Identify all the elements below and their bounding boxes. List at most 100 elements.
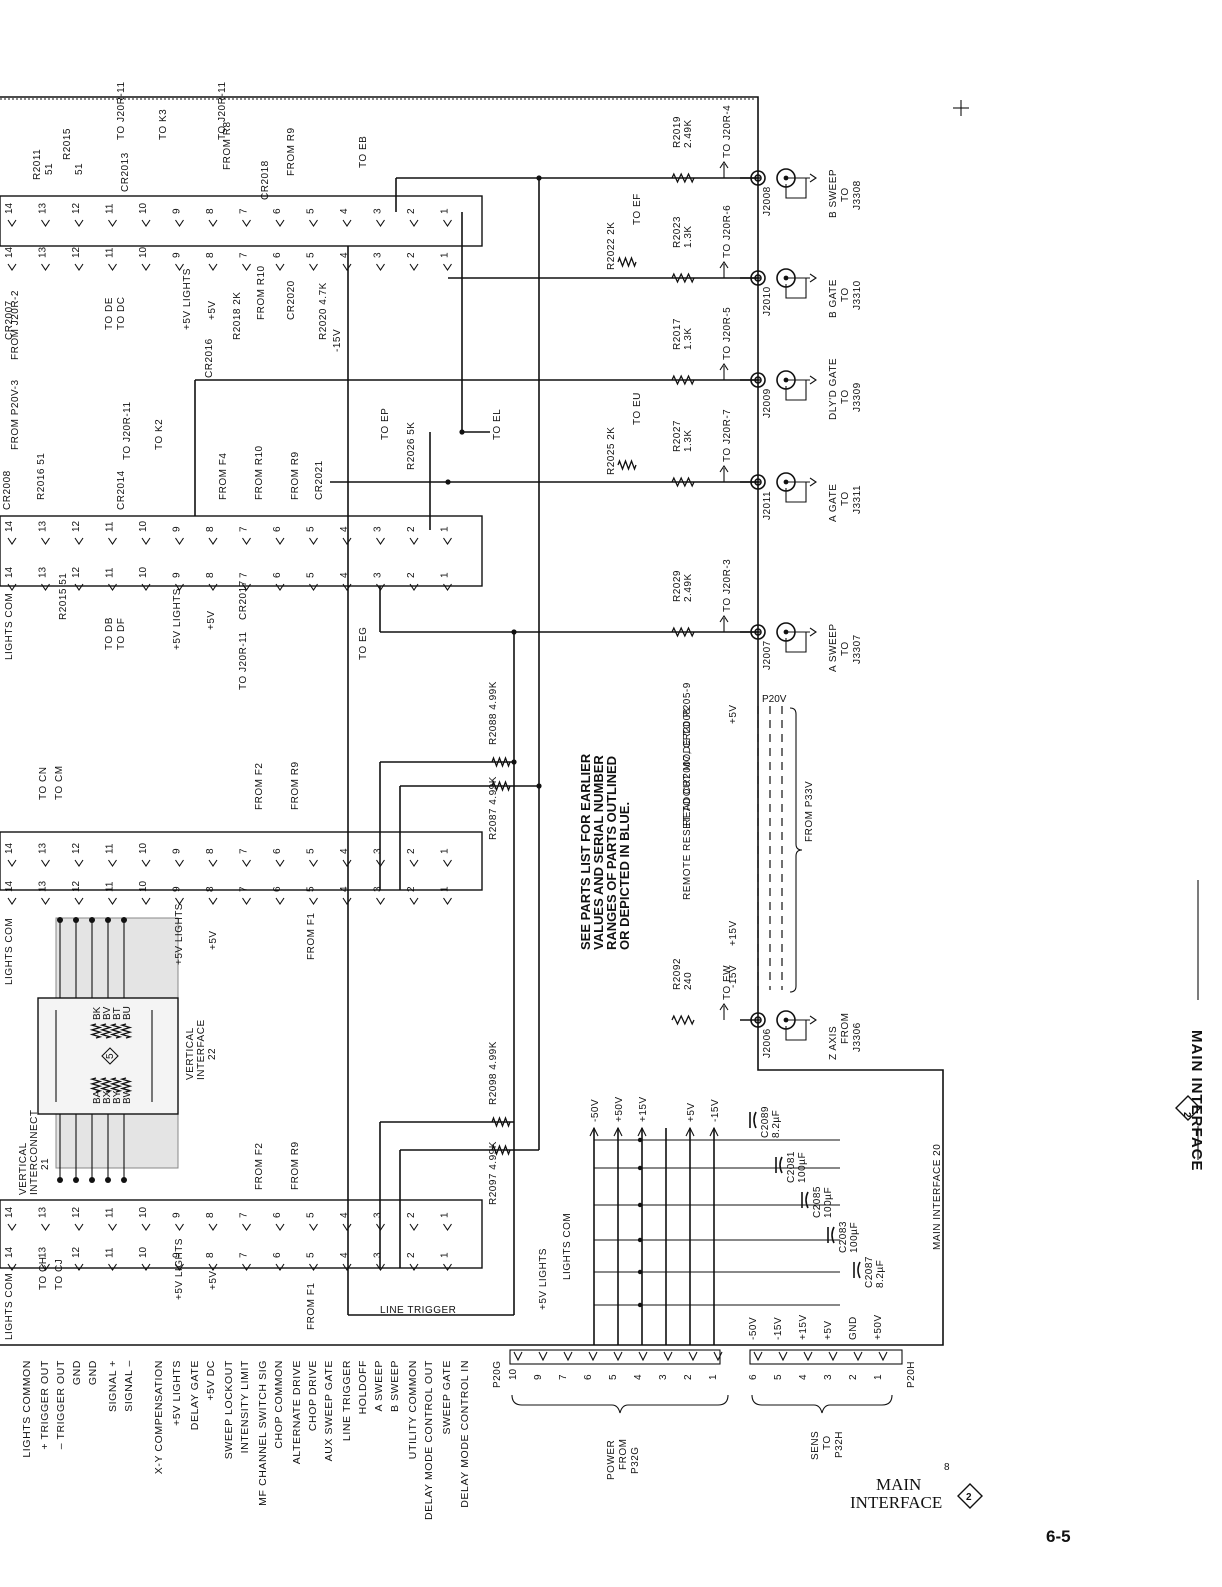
p20g-chevron <box>688 1351 698 1362</box>
p20h-ref: P20H <box>906 1361 917 1388</box>
signal-name: +5V LIGHTS <box>171 1360 183 1426</box>
pin-number: 13 <box>38 842 49 854</box>
p20g-caption: FROM <box>618 1439 629 1470</box>
jack-arrow <box>809 273 817 283</box>
lower-left-label: LIGHTS COM <box>4 918 15 985</box>
pin-chevron <box>309 897 318 905</box>
p20v-pin-plus5: +5V <box>728 704 739 724</box>
jack-tap-arrow <box>719 161 729 169</box>
pin-chevron <box>41 1263 50 1271</box>
wire-coil <box>89 1023 103 1039</box>
interface-node <box>105 917 111 923</box>
pin-number: 12 <box>71 202 82 214</box>
pin-number: 2 <box>406 886 417 892</box>
pin-number: 11 <box>105 567 116 578</box>
interface-node <box>105 1177 111 1183</box>
pin-chevron <box>275 1263 285 1271</box>
jack-ref: J2009 <box>762 388 773 418</box>
pin-number: 6 <box>272 1212 283 1218</box>
pin-number: 13 <box>38 566 49 578</box>
pin-number: 1 <box>440 886 451 892</box>
pin-number: 5 <box>306 1252 317 1258</box>
p20g-caption: POWER <box>606 1440 617 1480</box>
pin-number: 4 <box>339 208 350 214</box>
pin-chevron <box>242 537 251 545</box>
pin-chevron <box>74 263 84 271</box>
p20g-pin: 6 <box>583 1374 594 1380</box>
rail-label: +15V <box>638 1096 649 1122</box>
jack-shield <box>785 481 810 503</box>
interface-node <box>57 1177 63 1183</box>
jack-target-pin: J3306 <box>852 1022 863 1052</box>
pin-chevron <box>275 859 285 867</box>
lower-left-label: TO CH <box>38 1257 49 1290</box>
p20h-pin: 4 <box>798 1374 809 1380</box>
pin-number: 8 <box>205 886 216 892</box>
interface-node <box>73 1177 79 1183</box>
pin-chevron <box>108 219 117 227</box>
pin-chevron <box>208 583 218 591</box>
pin-chevron <box>342 1223 352 1231</box>
resistor-target: TO EU <box>632 392 643 425</box>
pin-number: 14 <box>4 842 15 854</box>
jack-target-pin: J3311 <box>852 485 863 514</box>
mid-block-label: FROM J20R-2 <box>10 290 21 360</box>
jack-inner-ring <box>754 174 762 182</box>
pin-number: 4 <box>339 526 350 532</box>
low-block-label: CR2021 <box>314 460 325 500</box>
pin-number: 7 <box>239 252 250 258</box>
pin-number: 14 <box>4 520 15 532</box>
p20h-pin: 5 <box>773 1374 784 1380</box>
pin-chevron <box>275 897 285 905</box>
pin-chevron <box>41 1223 50 1231</box>
jack-target-pin: J3308 <box>852 180 863 210</box>
p20g-chevron <box>538 1351 548 1362</box>
pin-chevron <box>376 897 385 905</box>
p20h-chevron <box>878 1351 888 1362</box>
pin-number: 2 <box>406 252 417 258</box>
pin-number: 6 <box>272 208 283 214</box>
interface-node <box>89 917 95 923</box>
pin-number: 10 <box>138 842 149 854</box>
pin-chevron <box>309 219 318 227</box>
pin-chevron <box>242 859 251 867</box>
pin-number: 10 <box>138 1206 149 1218</box>
lower-left-label: FROM R9 <box>290 1142 301 1191</box>
pin-number: 3 <box>373 886 384 892</box>
p20h-rail: -15V <box>773 1317 784 1340</box>
footer-diamond-number: 2 <box>966 1492 972 1503</box>
pin-chevron <box>342 1263 352 1271</box>
p20v-label: P20V <box>762 694 787 705</box>
pin-number: 13 <box>38 520 49 532</box>
lower-left-label: FROM F2 <box>254 763 265 810</box>
jack-arrow <box>809 477 817 487</box>
signal-name: CHOP DRIVE <box>307 1360 319 1431</box>
pin-chevron <box>7 859 17 867</box>
pin-chevron <box>376 1263 385 1271</box>
rail-junction <box>637 1237 643 1243</box>
pin-chevron <box>108 1263 117 1271</box>
pin-number: 5 <box>306 886 317 892</box>
jack-direction: TO <box>840 491 851 506</box>
pin-number: 3 <box>373 572 384 578</box>
pin-chevron <box>141 537 151 545</box>
pin-number: 5 <box>306 252 317 258</box>
pin-number: 1 <box>440 252 451 258</box>
connector-block-top <box>0 195 483 247</box>
pin-number: 9 <box>172 572 183 578</box>
jack-tap-arrow <box>719 261 729 269</box>
p20g-label: +5V LIGHTS <box>538 1248 549 1310</box>
pin-chevron <box>7 897 17 905</box>
wire-tag: BW <box>122 1087 133 1104</box>
wire-tag: BY <box>112 1090 123 1104</box>
top-block-label: TO K3 <box>158 109 169 140</box>
top-block-label: FROM R8 <box>222 122 233 171</box>
jack-direction: TO <box>840 287 851 302</box>
rail-junction <box>637 1137 643 1143</box>
base-block-label: LIGHTS COM <box>4 593 15 660</box>
jack-resistor <box>671 172 695 184</box>
lower-left-label: FROM F1 <box>306 1283 317 1330</box>
pin-chevron <box>74 859 84 867</box>
pin-chevron <box>342 219 352 227</box>
